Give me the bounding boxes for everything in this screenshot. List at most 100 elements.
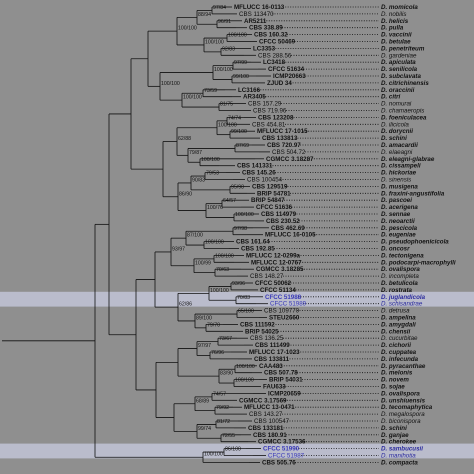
tree-branches [2,6,379,463]
support-value: 83/90 [220,371,233,377]
species-label: D. eugeniae [381,232,416,239]
species-label: D. compacta [381,459,418,466]
species-label: D. pseudophoenicicola [381,239,449,246]
species-label: D. ovalispora [381,390,420,397]
support-value: 100/76 [207,205,223,211]
support-value: 65/100 [238,309,254,315]
support-values: 97/8496/91100/10092/8397/9999/10073/5981… [161,5,255,458]
strain-label: CFCC 50469 [259,39,296,46]
species-label: D. tectonigena [381,252,424,259]
species-label: D. manihotia [381,453,416,460]
support-value: 86/90 [179,191,192,197]
species-label: D. vaccinii [381,32,412,39]
strain-label: AR3405 [243,94,266,101]
clade-highlight [0,443,474,459]
species-label: D. hickoriae [381,170,417,177]
species-label: D. incompleta [381,273,419,280]
support-value: 100/100 [214,67,233,73]
support-value: 100/100 [215,253,234,259]
species-label: D. ovalispora [381,266,420,273]
strain-label: MFLUCC 13-0471 [244,404,295,411]
support-value: 81/75 [220,102,233,108]
species-label: D. musigena [381,183,418,190]
species-label: D. acerigena [381,204,418,211]
species-label: D. foeniculacea [381,114,427,121]
support-value: 62/88 [178,136,191,142]
species-label: D. podocarpi-macrophylli [381,259,456,266]
strain-label: CBS 338.89 [249,25,283,32]
strain-label: BRIP 54847 [251,197,285,204]
strain-label: MFLUCC 12-0767 [251,259,302,266]
support-value: 100/100 [201,157,220,163]
strain-label: CBS 113470 [239,11,274,18]
strain-label: CBS 180.91 [253,432,287,439]
species-label: D. amacardii [381,142,418,149]
species-label: D. cherokee [381,439,417,446]
species-label: D. schisandrae [381,301,423,308]
support-value: 87/100 [187,233,203,239]
strain-label: CFCC 51989 [270,301,307,308]
species-label: D. nomurai [381,101,412,108]
strain-label: BRIP 54781 [257,190,291,197]
strain-label: CBS 114979 [261,211,297,218]
support-value: 72/55 [222,433,235,439]
strain-label: ICMP20659 [268,390,301,397]
species-label: D. ampelina [381,315,416,322]
support-value: 73/67 [219,336,232,342]
species-label: D. citrichinensis [381,80,429,87]
species-label: D. pyracanthae [381,363,426,370]
support-value: 100/100 [178,26,197,32]
strain-label: CBS 141331 [237,163,273,170]
support-value: 79/70 [207,322,220,328]
support-value: 100/100 [205,240,224,246]
strain-label: MFLUCC 16-0105 [265,232,316,239]
strain-label: AR5211 [244,18,267,25]
strain-label: CBS 454.81 [252,121,286,128]
strain-label: FAU633 [263,384,286,391]
support-value: 79/87 [189,150,202,156]
support-value: 93/97 [172,246,185,252]
strain-label: CBS 133811 [254,356,290,363]
species-label: D. chensii [381,328,411,335]
species-label: D. apiculata [381,59,416,66]
strain-label: LC3418 [263,59,286,66]
strain-label: CFCC 51636 [256,204,293,211]
support-value: 64/57 [223,198,236,204]
species-label: D. sambucusii [381,446,423,453]
strain-label: MFLUCC 16-0113 [234,4,285,11]
strain-label: CBS 719.96 [253,108,287,115]
strain-label: CBS 123208 [258,114,294,121]
support-value: 79/92 [216,405,229,411]
species-label: D. penetriteum [381,45,425,52]
species-label: D. subclavata [381,73,421,80]
strain-label: CBS 160.32 [254,32,288,39]
strain-label: CBS 133181 [248,425,284,432]
species-label: D. chamaeropis [381,108,424,115]
strain-label: CBS 100547 [254,418,290,425]
strain-label: CGMCC 3.17569 [239,397,287,404]
species-label: D. oraccinii [381,87,415,94]
species-label: D. elaeagni [381,149,413,156]
support-value: 100/100 [235,378,254,384]
support-value: 87/69 [236,143,249,149]
species-label: D. unshiuensis [381,397,426,404]
support-value: 100/100 [236,364,255,370]
species-label: D. novem [381,377,409,384]
species-label: D. sennae [381,211,411,218]
support-value: 100/100 [218,122,237,128]
strain-label: CBS 148.27 [250,273,284,280]
support-value: 100/100 [205,39,224,45]
strain-label: CBS 161.64 [236,239,270,246]
strain-label: BRIP 54025 [245,328,279,335]
support-value: 70/63 [216,267,229,273]
strain-label: CBS 507.78 [264,370,298,377]
species-label: D. oncosr [381,246,410,253]
support-value: 86/100 [225,447,241,453]
species-label: D. detrusa [381,308,410,315]
species-label: D. gardeniae [381,52,417,59]
support-value: 100/100 [183,95,202,101]
species-label: D. helicis [381,18,409,25]
support-value: 99/100 [231,129,247,135]
